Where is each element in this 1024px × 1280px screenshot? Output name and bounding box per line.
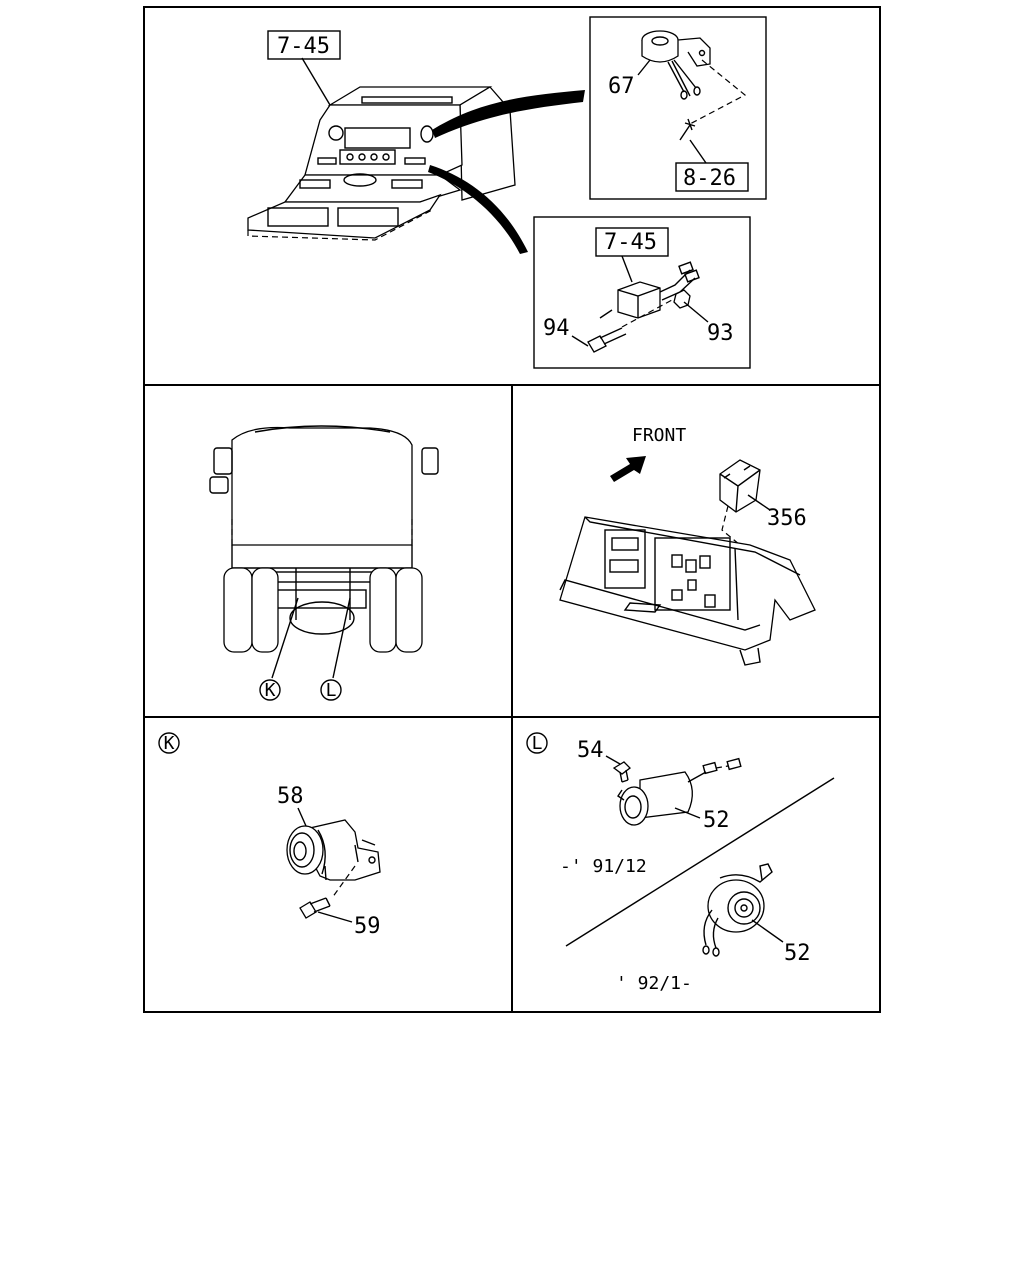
- range-new-label: ' 92/1-: [616, 973, 692, 994]
- part-52-old-label: 52: [703, 808, 730, 833]
- horn-52-old-drawing: 52 -' 91/12: [560, 757, 742, 877]
- dash-panel-drawing: [559, 516, 816, 666]
- k-detail-callout: K: [158, 732, 180, 754]
- dashboard-console-drawing: [247, 57, 516, 241]
- part-54-label: 54: [577, 738, 604, 763]
- k-detail-callout-label: K: [164, 733, 175, 754]
- part-356-label: 356: [767, 506, 807, 531]
- ref-8-26-label: 8-26: [683, 166, 736, 191]
- truck-rear-drawing: [209, 425, 439, 679]
- part-93-label: 93: [707, 321, 734, 346]
- bolt-59-drawing: 59: [299, 897, 381, 939]
- front-direction-label: FRONT: [632, 425, 686, 446]
- front-arrow: FRONT: [610, 425, 686, 482]
- callout-l-marker: L: [320, 679, 342, 701]
- range-old-label: -' 91/12: [560, 856, 647, 877]
- horn-52-new-drawing: 52 ' 92/1-: [616, 863, 811, 994]
- version-divider: [565, 777, 835, 947]
- horn-58-drawing: 58: [277, 784, 381, 899]
- panel-frames: [143, 6, 881, 1013]
- bolt-54-drawing: 54: [577, 738, 631, 783]
- part-58-label: 58: [277, 784, 304, 809]
- console-ref-box: 7-45: [267, 30, 341, 60]
- part-94-label: 94: [543, 316, 570, 341]
- l-detail-callout: L: [526, 732, 548, 754]
- callout-k-label: K: [265, 680, 276, 701]
- callout-l-label: L: [326, 680, 337, 701]
- part-52-new-label: 52: [784, 941, 811, 966]
- console-ref-label: 7-45: [277, 34, 330, 59]
- part-59-label: 59: [354, 914, 381, 939]
- ref-7-45-detail-label: 7-45: [604, 230, 657, 255]
- detail-b-pointer: [428, 165, 528, 254]
- l-detail-callout-label: L: [532, 733, 543, 754]
- detail-b-inset: 7-45 93 94: [533, 216, 751, 369]
- callout-k-marker: K: [259, 679, 281, 701]
- relay-356-drawing: 356: [719, 459, 807, 546]
- part-67-label: 67: [608, 74, 635, 99]
- detail-a-inset: 67 8-26: [589, 16, 767, 200]
- detail-a-pointer: [432, 90, 585, 138]
